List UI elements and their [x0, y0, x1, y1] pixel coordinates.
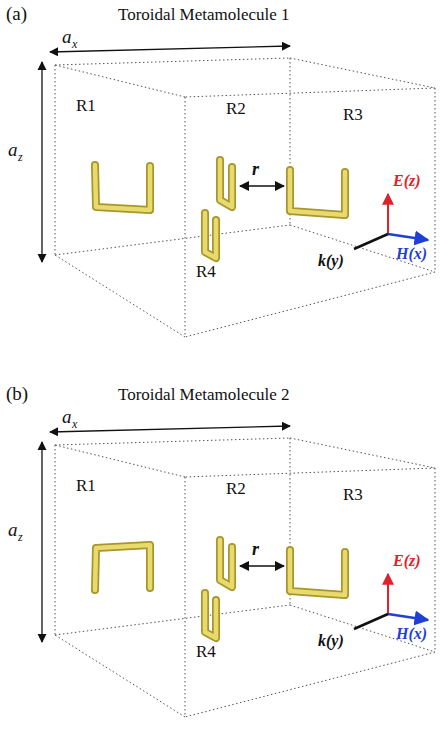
h-field-arrow: [388, 614, 428, 620]
panel-tag: (a): [6, 4, 27, 23]
dimension-symbol: a: [62, 407, 72, 426]
resonator-ring-face: [220, 540, 232, 587]
dimension-symbol: a: [62, 27, 72, 46]
resonator-name: R3: [343, 486, 363, 503]
k-vector-line: [354, 614, 388, 629]
separation-arrow: [240, 185, 284, 187]
unit-cell-edge: [55, 635, 185, 717]
unit-cell-edge: [55, 445, 56, 635]
unit-cell-edge: [55, 438, 290, 445]
e-field-arrow: [387, 574, 389, 614]
resonator-name: R4: [196, 263, 216, 280]
resonator-name: R1: [76, 97, 96, 114]
resonator-ring: [205, 213, 216, 258]
dimension-symbol: a: [8, 520, 18, 539]
resonator-ring: [290, 170, 345, 215]
field-label: k(y): [318, 633, 344, 649]
resonator-ring: [290, 550, 345, 595]
unit-cell-edge: [185, 97, 186, 337]
resonator-ring-face: [220, 160, 232, 207]
k-vector-line: [354, 234, 388, 249]
unit-cell-edge: [185, 477, 186, 717]
unit-cell-edge: [55, 65, 56, 255]
unit-cell-edge: [185, 88, 435, 97]
resonator-ring: [220, 540, 232, 587]
resonator-ring-face: [290, 550, 345, 595]
resonator-name: R1: [76, 477, 96, 494]
field-label: E(z): [393, 553, 421, 569]
panel-tag: (b): [6, 384, 28, 403]
resonator-ring: [95, 165, 150, 210]
unit-cell-edge: [435, 468, 436, 652]
h-field-arrow: [388, 234, 428, 240]
unit-cell-edge: [185, 468, 435, 477]
separation-symbol: r: [252, 160, 259, 178]
unit-cell-edge: [290, 58, 435, 88]
e-field-arrow: [387, 194, 389, 234]
unit-cell-edge: [290, 438, 435, 468]
unit-cell-edge: [55, 225, 290, 255]
resonator-ring-face: [95, 165, 150, 210]
dimension-symbol: a: [8, 140, 18, 159]
unit-cell-edge: [55, 605, 290, 635]
unit-cell-edge: [55, 58, 290, 65]
panel-title: Toroidal Metamolecule 1: [118, 6, 290, 23]
resonator-name: R4: [196, 643, 216, 660]
field-label: k(y): [318, 253, 344, 269]
field-label: E(z): [393, 173, 421, 189]
resonator-name: R2: [226, 480, 246, 497]
unit-cell-panel: [42, 46, 435, 337]
resonator-ring-face: [290, 170, 345, 215]
dimension-arrow: [41, 442, 42, 642]
unit-cell-edge: [290, 225, 435, 272]
unit-cell-edge: [185, 272, 435, 337]
resonator-ring: [95, 545, 150, 590]
unit-cell-edge: [55, 445, 185, 477]
unit-cell-edge: [55, 65, 185, 97]
dimension-subscript: z: [18, 151, 23, 163]
field-label: H(x): [396, 626, 427, 642]
resonator-ring-face: [95, 545, 150, 590]
dimension-subscript: z: [18, 531, 23, 543]
resonator-ring-face: [205, 213, 216, 258]
dimension-subscript: x: [72, 38, 77, 50]
unit-cell-edge: [290, 605, 435, 652]
dimension-arrow: [41, 62, 42, 262]
resonator-ring: [205, 593, 216, 638]
separation-arrow: [240, 565, 284, 567]
field-label: H(x): [396, 246, 427, 262]
resonator-name: R2: [226, 100, 246, 117]
dimension-arrow: [50, 46, 290, 52]
dimension-arrow: [50, 426, 290, 432]
separation-symbol: r: [252, 540, 259, 558]
unit-cell-panel: [42, 426, 435, 717]
resonator-name: R3: [343, 106, 363, 123]
dimension-subscript: x: [72, 418, 77, 430]
unit-cell-edge: [435, 88, 436, 272]
resonator-ring: [220, 160, 232, 207]
unit-cell-edge: [55, 255, 185, 337]
panel-title: Toroidal Metamolecule 2: [118, 386, 290, 403]
unit-cell-edge: [185, 652, 435, 717]
resonator-ring-face: [205, 593, 216, 638]
